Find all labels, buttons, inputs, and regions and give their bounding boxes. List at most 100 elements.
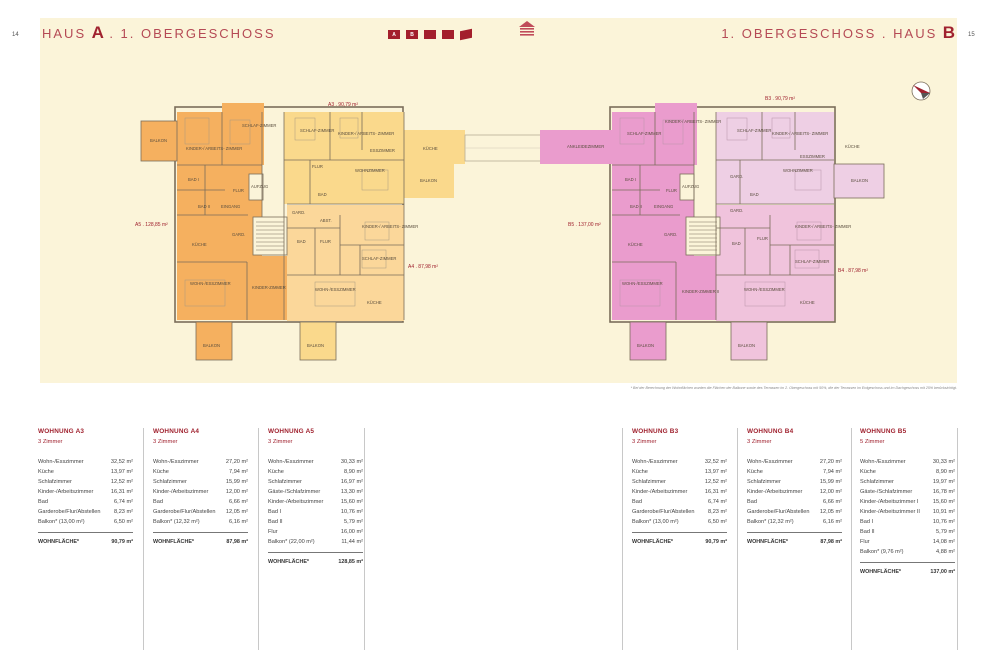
room-row: Wohn-/Esszimmer 27,20 m²	[747, 457, 842, 467]
area-label-a4: A4 . 87,98 m²	[408, 264, 438, 270]
total-area: 87,98 m²	[820, 539, 842, 545]
unit-rooms: 3 Zimmer	[632, 439, 657, 445]
label-kueche: KÜCHE	[423, 146, 438, 151]
room-label: Bad I	[268, 509, 282, 515]
room-area: 10,91 m²	[932, 509, 955, 515]
unit-name: WOHNUNG A3	[38, 428, 85, 435]
label-garderobe: GARD.	[232, 232, 245, 237]
label-wohnzimmer: WOHNZIMMER	[783, 168, 813, 173]
room-row: Küche 8,90 m²	[268, 467, 363, 477]
column-divider	[851, 428, 852, 650]
room-row: Schlafzimmer 12,52 m²	[38, 477, 133, 487]
room-label: Wohn-/Esszimmer	[632, 459, 678, 465]
room-row: Bad 6,74 m²	[38, 497, 133, 507]
furniture-haus-b	[619, 117, 822, 307]
selector-a-button[interactable]: A	[388, 30, 400, 39]
room-row: Garderobe/Flur/Abstellen 8,23 m²	[632, 507, 727, 517]
area-label-a3: A3 . 90,79 m²	[328, 102, 358, 108]
label-kinderzimmer-ii: KINDER-ZIMMER II	[682, 289, 719, 294]
room-row: Balkon* (9,76 m²) 4,88 m²	[860, 547, 955, 557]
room-area: 16,00 m²	[340, 529, 363, 535]
balkon-a4-bottom	[299, 321, 337, 361]
room-row: Flur 14,08 m²	[860, 537, 955, 547]
selector-box[interactable]	[442, 30, 454, 39]
area-label-b5: B5 . 137,00 m²	[568, 222, 601, 228]
label-garderobe: GARD.	[292, 210, 305, 215]
label-esszimmer: ESSZIMMER	[370, 148, 395, 153]
room-area: 12,00 m²	[819, 489, 842, 495]
total-row: WOHNFLÄCHE* 128,85 m²	[268, 552, 363, 565]
unit-b3	[716, 112, 834, 204]
room-label: Bad	[632, 499, 642, 505]
room-label: Gäste-/Schlafzimmer	[860, 489, 913, 495]
room-area: 16,97 m²	[340, 479, 363, 485]
room-area: 11,44 m²	[341, 539, 363, 545]
stair-core	[685, 216, 721, 256]
room-area: 27,20 m²	[819, 459, 842, 465]
room-area: 6,16 m²	[229, 519, 248, 525]
room-area: 6,74 m²	[114, 499, 133, 505]
total-row: WOHNFLÄCHE* 90,79 m²	[632, 532, 727, 545]
room-area: 6,50 m²	[114, 519, 133, 525]
room-row: Garderobe/Flur/Abstellen 8,23 m²	[38, 507, 133, 517]
label-balkon: BALKON	[738, 343, 755, 348]
label-garderobe: GARD.	[730, 208, 743, 213]
selector-b-button[interactable]: B	[406, 30, 418, 39]
room-row: Gäste-/Schlafzimmer 13,30 m²	[268, 487, 363, 497]
label-bad: BAD	[318, 192, 327, 197]
unit-b5	[676, 256, 716, 320]
room-label: Bad	[38, 499, 48, 505]
label-wohn-ess: WOHN-/ESSZIMMER	[315, 287, 356, 292]
label-kueche: KÜCHE	[845, 144, 860, 149]
room-row: Gäste-/Schlafzimmer 16,78 m²	[860, 487, 955, 497]
column-divider	[957, 428, 958, 650]
room-row: Küche 13,97 m²	[632, 467, 727, 477]
selector-box[interactable]	[424, 30, 436, 39]
room-row: Balkon* (13,00 m²) 6,50 m²	[38, 517, 133, 527]
room-row: Kinder-/Arbeitszimmer 15,60 m²	[268, 497, 363, 507]
room-label: Schlafzimmer	[747, 479, 781, 485]
room-area: 30,33 m²	[340, 459, 363, 465]
room-label: Schlafzimmer	[38, 479, 72, 485]
room-area: 4,88 m²	[936, 549, 955, 555]
room-area: 6,66 m²	[229, 499, 248, 505]
room-row: Schlafzimmer 16,97 m²	[268, 477, 363, 487]
room-list: Wohn-/Esszimmer 30,33 m² Küche 8,90 m² S…	[268, 457, 363, 547]
label-wohn-ess: WOHN-/ESSZIMMER	[190, 281, 231, 286]
room-row: Küche 7,94 m²	[747, 467, 842, 477]
total-area: 87,98 m²	[226, 539, 248, 545]
room-area: 15,99 m²	[225, 479, 248, 485]
label-bad: BAD	[750, 192, 759, 197]
label-kueche: KÜCHE	[367, 300, 382, 305]
room-area: 7,94 m²	[823, 469, 842, 475]
column-divider	[737, 428, 738, 650]
label-garderobe: GARD.	[730, 174, 743, 179]
room-area: 15,60 m²	[340, 499, 363, 505]
room-area: 15,60 m²	[932, 499, 955, 505]
label-aufzug: AUFZUG	[682, 184, 699, 189]
room-area: 13,97 m²	[110, 469, 133, 475]
room-label: Flur	[268, 529, 278, 535]
room-row: Bad II 5,79 m²	[860, 527, 955, 537]
room-row: Bad 6,66 m²	[747, 497, 842, 507]
room-area: 14,08 m²	[932, 539, 955, 545]
room-area: 13,97 m²	[704, 469, 727, 475]
compass-icon	[911, 81, 931, 101]
room-row: Wohn-/Esszimmer 32,52 m²	[38, 457, 133, 467]
room-label: Kinder-/Arbeitszimmer	[632, 489, 688, 495]
room-row: Wohn-/Esszimmer 32,52 m²	[632, 457, 727, 467]
room-label: Bad	[747, 499, 757, 505]
room-row: Wohn-/Esszimmer 27,20 m²	[153, 457, 248, 467]
unit-name: WOHNUNG A5	[268, 428, 315, 435]
room-label: Balkon* (22,00 m²)	[268, 539, 315, 545]
label-schlafzimmer: SCHLAF-ZIMMER	[300, 128, 334, 133]
label-kinder-arbeits: KINDER-/ ARBEITS- ZIMMER	[795, 224, 851, 229]
room-area: 5,79 m²	[936, 529, 955, 535]
room-area: 7,94 m²	[229, 469, 248, 475]
label-balkon: BALKON	[851, 178, 868, 183]
room-row: Schlafzimmer 19,97 m²	[860, 477, 955, 487]
room-row: Schlafzimmer 15,99 m²	[153, 477, 248, 487]
unit-rooms: 3 Zimmer	[268, 439, 293, 445]
